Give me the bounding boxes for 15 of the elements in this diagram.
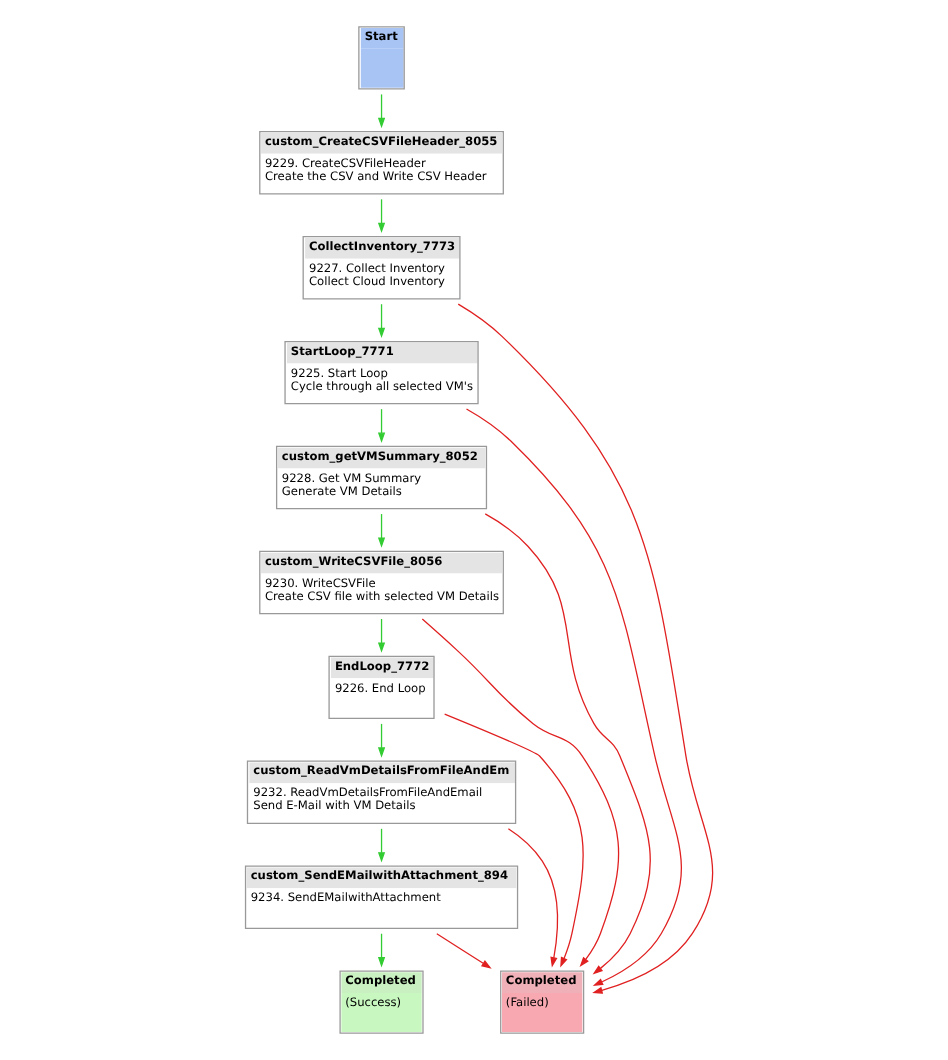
arrow xyxy=(421,618,620,968)
arrow xyxy=(377,723,386,758)
arrow xyxy=(484,513,651,975)
arrow xyxy=(377,408,386,443)
arrow xyxy=(377,303,386,338)
arrow xyxy=(377,828,386,863)
arrow xyxy=(377,93,386,129)
arrow xyxy=(377,618,386,653)
arrow xyxy=(436,933,492,969)
arrow xyxy=(465,408,682,986)
arrow xyxy=(507,828,559,968)
arrow xyxy=(377,933,386,968)
arrow xyxy=(377,513,386,548)
arrow xyxy=(377,198,386,234)
arrow xyxy=(444,713,584,968)
